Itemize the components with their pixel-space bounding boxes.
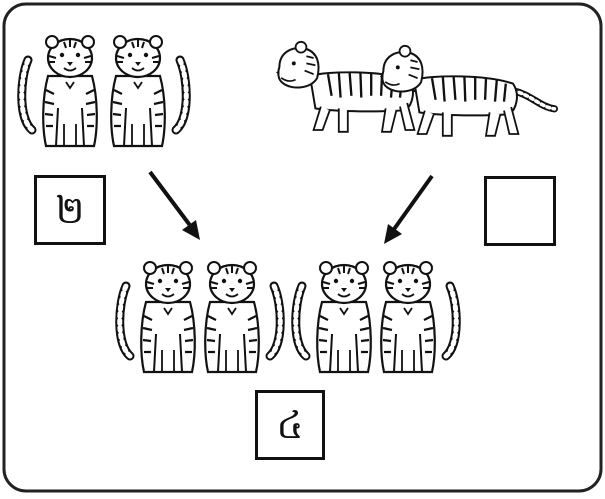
- answer-box-bottom-number: ៤: [276, 403, 304, 447]
- answer-box-left-number: ២: [55, 188, 85, 232]
- arrow-left: [148, 170, 200, 240]
- arrow-right: [384, 174, 434, 244]
- answer-box-left: ២: [34, 175, 106, 245]
- answer-box-right[interactable]: [484, 176, 556, 246]
- answer-box-bottom: ៤: [255, 390, 325, 460]
